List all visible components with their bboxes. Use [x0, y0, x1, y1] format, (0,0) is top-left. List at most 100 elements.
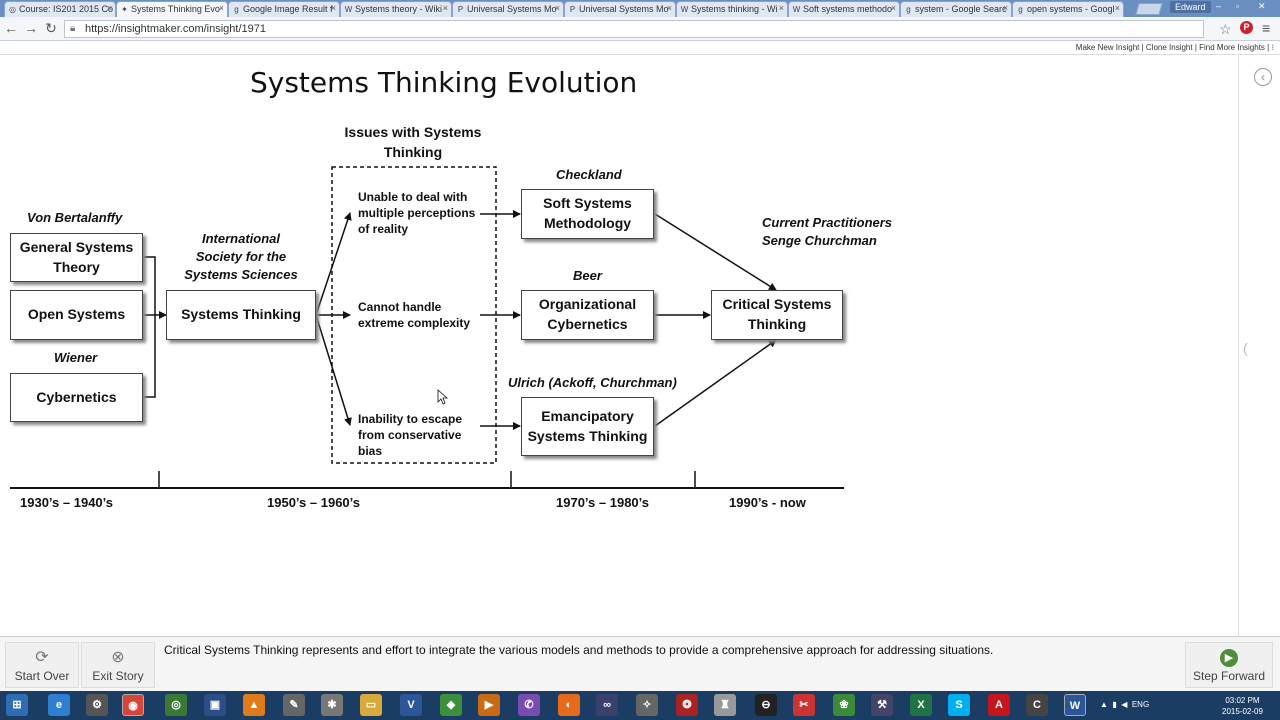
close-tab-icon[interactable]: ×	[1002, 3, 1008, 13]
browser-tab-strip: ◎Course: IS201 2015 Co× ✦Systems Thinkin…	[0, 0, 1280, 17]
general-systems-theory-box[interactable]: General Systems Theory	[10, 233, 143, 282]
app-icon[interactable]: ∞	[596, 694, 618, 716]
close-tab-icon[interactable]: ×	[1114, 3, 1120, 13]
language-indicator[interactable]: ENG	[1131, 700, 1150, 709]
cybernetics-box[interactable]: Cybernetics	[10, 373, 143, 422]
chrome-icon[interactable]: ◉	[122, 694, 144, 716]
system-tray: ▲ ▮ ◀ ENG	[1100, 700, 1149, 709]
browser-toolbar: ← → ↻ 🔒︎ https://insightmaker.com/insigh…	[0, 17, 1280, 41]
refresh-icon: ⟳	[35, 649, 49, 666]
close-tab-icon[interactable]: ×	[554, 3, 560, 13]
bookmark-star-icon[interactable]: ☆	[1219, 21, 1232, 37]
exit-story-button[interactable]: ⊗ Exit Story	[81, 642, 155, 688]
user-profile-button[interactable]: Edward	[1170, 1, 1211, 13]
media-icon[interactable]: ▶	[478, 694, 500, 716]
excel-icon[interactable]: X	[910, 694, 932, 716]
app-icon[interactable]: ◎	[165, 694, 187, 716]
systems-thinking-box[interactable]: Systems Thinking	[166, 290, 316, 340]
soft-systems-methodology-box[interactable]: Soft Systems Methodology	[521, 189, 654, 239]
firefox-icon[interactable]: ◐	[558, 694, 580, 716]
network-icon[interactable]: ▮	[1112, 700, 1117, 709]
url-text: https://insightmaker.com/insight/1971	[85, 23, 266, 35]
insight-links-bar: Make New Insight | Clone Insight | Find …	[0, 41, 1280, 55]
close-tab-icon[interactable]: ×	[778, 3, 784, 13]
browser-tab[interactable]: ◎Course: IS201 2015 Co×	[4, 1, 116, 17]
clock[interactable]: 03:02 PM 2015-02-09	[1222, 695, 1263, 717]
timeline-label: 1990’s - now	[729, 495, 806, 510]
word-icon[interactable]: W	[1064, 694, 1086, 716]
back-arrow-icon[interactable]: ←	[4, 20, 18, 36]
close-window-icon[interactable]: ✕	[1258, 1, 1266, 11]
close-tab-icon[interactable]: ×	[442, 3, 448, 13]
acrobat-icon[interactable]: A	[988, 694, 1010, 716]
tool-icon[interactable]: ✎	[283, 694, 305, 716]
reload-icon[interactable]: ↻	[45, 20, 57, 36]
menu-icon[interactable]: ≡	[1262, 20, 1271, 36]
internet-explorer-icon[interactable]: e	[48, 694, 70, 716]
app-icon[interactable]: C	[1026, 694, 1048, 716]
minimize-icon[interactable]: –	[1216, 1, 1222, 11]
close-tab-icon[interactable]: ×	[666, 3, 672, 13]
app-icon[interactable]: ❂	[676, 694, 698, 716]
forward-arrow-icon[interactable]: →	[24, 20, 38, 36]
issue-extreme-complexity: Cannot handle extreme complexity	[358, 300, 471, 331]
critical-systems-thinking-box[interactable]: Critical Systems Thinking	[711, 290, 843, 340]
folder-icon[interactable]: ▭	[360, 694, 382, 716]
mouse-cursor-icon	[437, 389, 449, 405]
issue-multiple-perceptions: Unable to deal with multiple perceptions…	[358, 190, 476, 237]
app-icon[interactable]: ◆	[440, 694, 462, 716]
app-icon[interactable]: ✧	[636, 694, 658, 716]
app-icon[interactable]: ✱	[321, 694, 343, 716]
skype-icon[interactable]: S	[948, 694, 970, 716]
start-icon[interactable]: ⊞	[6, 694, 28, 716]
pinterest-icon[interactable]: P	[1240, 21, 1253, 34]
timeline-label: 1970’s – 1980’s	[556, 495, 650, 510]
wikipedia-icon: W	[344, 5, 353, 14]
tray-up-icon[interactable]: ▲	[1100, 700, 1108, 709]
close-tab-icon[interactable]: ×	[106, 3, 112, 13]
von-bertalanffy-label: Von Bertalanffy	[27, 210, 123, 225]
moodle-icon: ◎	[9, 5, 16, 14]
app-icon[interactable]: ♜	[714, 694, 736, 716]
wikipedia-icon: W	[680, 5, 689, 14]
wiener-label: Wiener	[54, 350, 98, 365]
app-icon[interactable]: ▣	[204, 694, 226, 716]
step-forward-button[interactable]: ▶ Step Forward	[1185, 642, 1273, 688]
timeline-label: 1950’s – 1960’s	[267, 495, 361, 510]
insight-links[interactable]: Make New Insight | Clone Insight | Find …	[1075, 43, 1274, 52]
close-tab-icon[interactable]: ×	[218, 3, 224, 13]
vlc-icon[interactable]: ▲	[243, 694, 265, 716]
volume-icon[interactable]: ◀	[1121, 700, 1128, 709]
collapse-panel-icon[interactable]: ‹	[1254, 68, 1272, 86]
organizational-cybernetics-box[interactable]: Organizational Cybernetics	[521, 290, 654, 340]
close-tab-icon[interactable]: ×	[890, 3, 896, 13]
address-bar[interactable]: 🔒︎ https://insightmaker.com/insight/1971	[64, 20, 1204, 38]
viber-icon[interactable]: ✆	[518, 694, 540, 716]
app-icon[interactable]: ❀	[833, 694, 855, 716]
checkland-label: Checkland	[556, 167, 622, 182]
start-over-button[interactable]: ⟳ Start Over	[5, 642, 79, 688]
insight-canvas	[0, 56, 1238, 636]
settings-gear-icon[interactable]: ⚙	[86, 694, 108, 716]
wikipedia-icon: W	[792, 5, 801, 14]
maximize-icon[interactable]: ▫	[1236, 1, 1240, 11]
emancipatory-systems-thinking-box[interactable]: Emancipatory Systems Thinking	[521, 397, 654, 456]
app-icon[interactable]: ⚒	[871, 694, 893, 716]
close-tab-icon[interactable]: ×	[330, 3, 336, 13]
story-caption: Critical Systems Thinking represents and…	[164, 643, 994, 657]
open-systems-box[interactable]: Open Systems	[10, 290, 143, 340]
app-icon[interactable]: ✂	[793, 694, 815, 716]
app-icon[interactable]: ⊖	[755, 694, 777, 716]
visio-icon[interactable]: V	[400, 694, 422, 716]
panel-handle-icon[interactable]: (	[1243, 340, 1248, 356]
browser-tab-active[interactable]: ✦Systems Thinking Evo×	[116, 1, 228, 17]
google-icon: g	[234, 5, 239, 14]
